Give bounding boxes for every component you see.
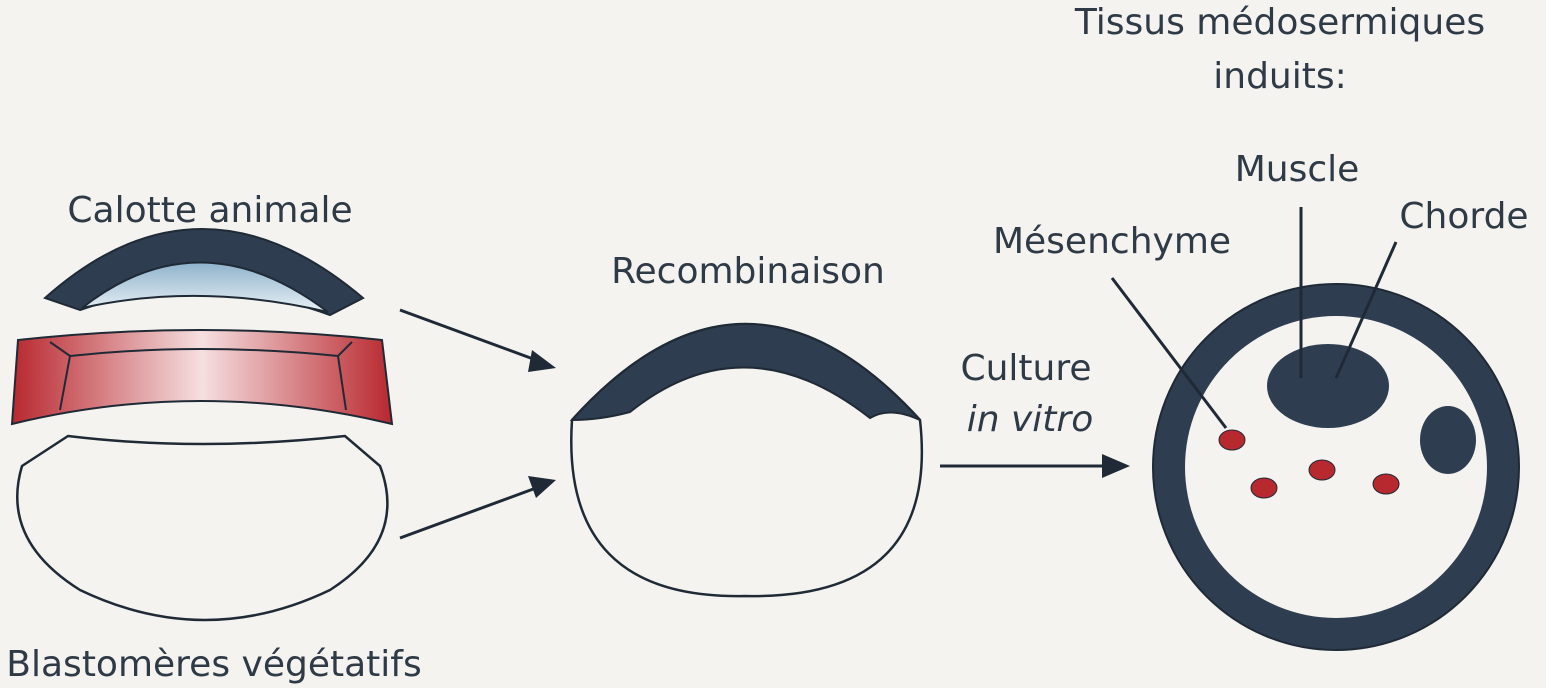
- label-induced-title-line1: Tissus médosermiques: [1074, 2, 1485, 43]
- arrow-vegetal-to-recombinant: [399, 476, 556, 540]
- recombinant-explant: [569, 322, 924, 598]
- label-induced-title-line2: induits:: [1213, 56, 1347, 97]
- mesenchyme-cell-4: [1372, 473, 1400, 495]
- vegetal-blastomeres-shape: [16, 434, 389, 622]
- label-chorde: Chorde: [1399, 196, 1528, 237]
- label-mesenchyme: Mésenchyme: [993, 221, 1231, 262]
- marginal-zone-inner-edge: [49, 341, 353, 358]
- label-animal-cap: Calotte animale: [67, 190, 352, 231]
- arrow-culture: [940, 454, 1130, 478]
- mesenchyme-cell-3: [1308, 459, 1336, 481]
- label-recombination: Recombinaison: [611, 251, 885, 292]
- label-vegetal-blastomeres: Blastomères végétatifs: [6, 644, 421, 685]
- marginal-zone-left-facet: [59, 355, 71, 411]
- label-muscle: Muscle: [1235, 149, 1360, 190]
- mesenchyme-cell-1: [1218, 429, 1246, 451]
- muscle-side-mass: [1420, 406, 1476, 474]
- marginal-zone: [10, 329, 394, 426]
- animal-cap: [43, 228, 365, 317]
- mesenchyme-cell-2: [1250, 477, 1278, 499]
- marginal-zone-right-facet: [337, 355, 347, 411]
- recombinant-animal-cap: [569, 323, 921, 422]
- animal-cap-cavity: [81, 261, 329, 313]
- marginal-zone-band: [10, 329, 394, 426]
- label-culture: Culture: [960, 348, 1091, 389]
- induced-explant: [1110, 207, 1520, 651]
- label-in-vitro: in vitro: [967, 399, 1094, 440]
- chorde-pointer-line: [1334, 241, 1398, 379]
- mesenchyme-pointer-line: [1110, 277, 1228, 429]
- muscle-notochord-mass: [1267, 344, 1389, 428]
- explant-inner-area: [1185, 316, 1487, 618]
- arrow-cap-to-recombinant: [399, 308, 556, 372]
